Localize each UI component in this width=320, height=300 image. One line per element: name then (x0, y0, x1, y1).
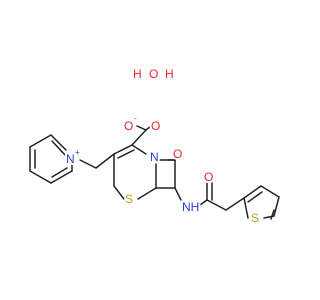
carboxylate-oxygen-double: O (151, 119, 160, 133)
water-oxygen: O (149, 67, 158, 81)
molecule-structure-diagram: H O H O - O O N S N + NH O S (29, 65, 280, 227)
carboxylate-oxygen-single: O (124, 119, 133, 133)
pyridinium-charge: + (75, 148, 80, 157)
bond-lines (29, 125, 280, 220)
pyridinium-nitrogen: N (66, 152, 75, 166)
ring-sulfur: S (125, 192, 133, 206)
amide-oxygen: O (204, 170, 213, 184)
carboxylate-charge: - (134, 114, 137, 123)
atom-labels: H O H O - O O N S N + NH O S (64, 65, 261, 227)
water-hydrogen-1: H (133, 67, 142, 81)
amide-nh: NH (182, 200, 199, 214)
water-hydrogen-2: H (165, 67, 174, 81)
thiophene-sulfur: S (251, 211, 259, 225)
lactam-oxygen: O (173, 147, 182, 161)
lactam-nitrogen: N (150, 150, 159, 164)
